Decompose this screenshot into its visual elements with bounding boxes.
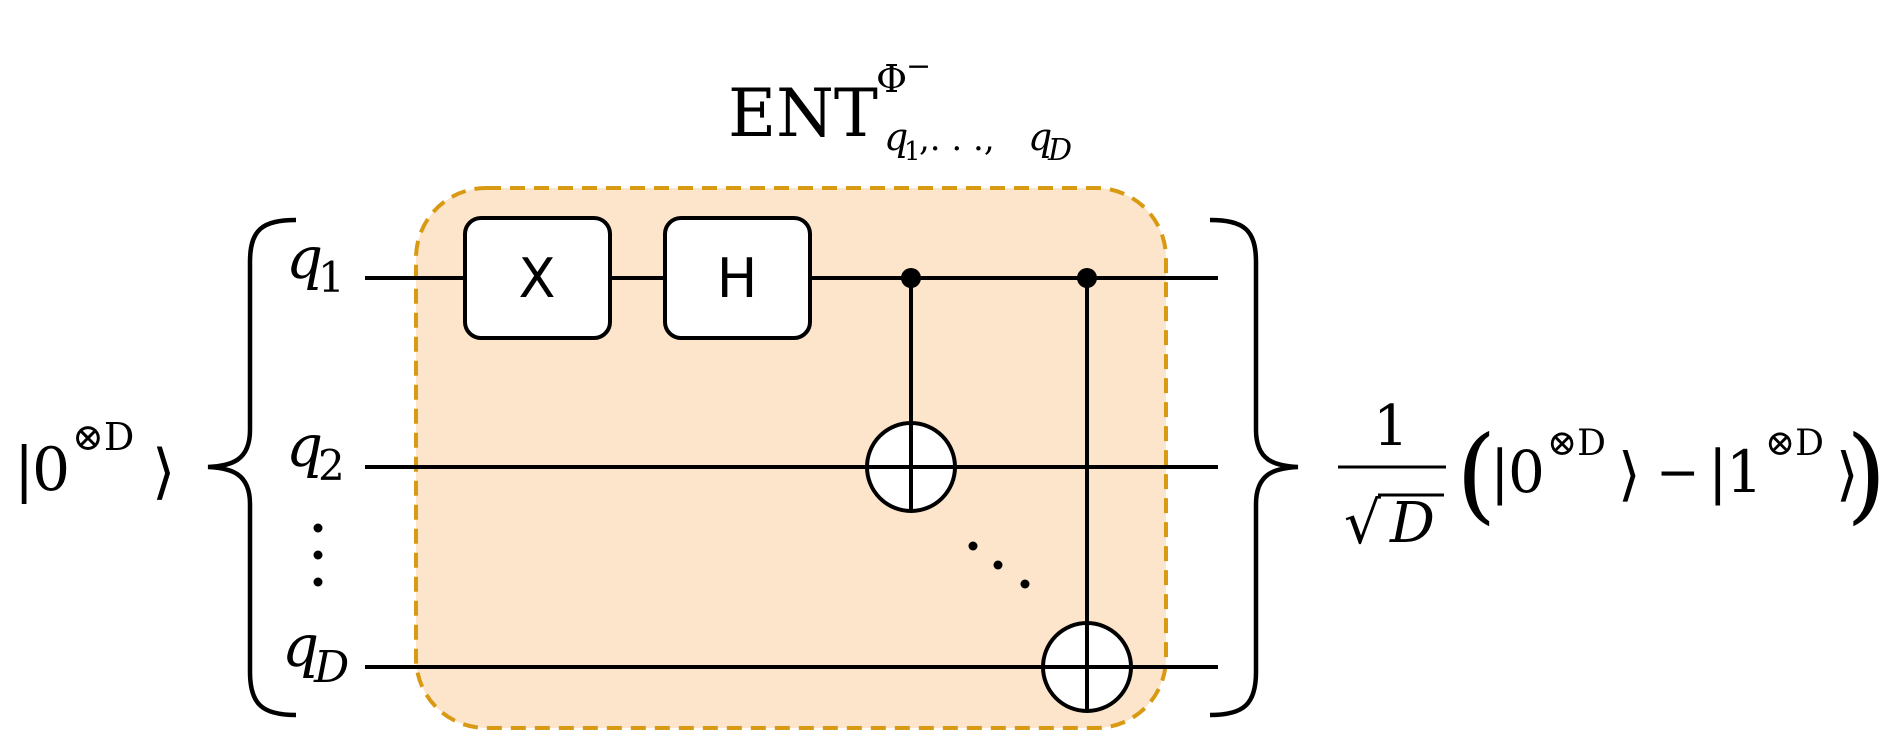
title-superscript: Φ <box>876 57 907 101</box>
gate-x-label: X <box>519 247 556 310</box>
input-state: | 0 ⊗D ⟩ <box>14 415 175 507</box>
gate-x: X <box>463 216 612 340</box>
title-subscript-q1: q <box>884 115 908 159</box>
qubit-label-qD: q D <box>282 612 349 693</box>
title-subscript-1: 1 <box>904 137 921 167</box>
output-fraction-numerator: 1 <box>1373 394 1409 459</box>
title-main: ENT <box>728 75 878 152</box>
output-open-paren: ( <box>1456 413 1497 535</box>
title-subscript-dots: ,. . ., <box>919 119 995 159</box>
title-superscript-sign: − <box>906 49 931 84</box>
left-curly-brace <box>207 217 297 718</box>
right-curly-brace <box>1209 217 1299 718</box>
title-subscript-D: D <box>1047 133 1072 168</box>
cnot-D-control-dot <box>1077 268 1097 288</box>
cnot-q1-q2 <box>865 268 957 513</box>
title-subscript-qD: q <box>1028 115 1052 159</box>
output-close-paren: ) <box>1846 413 1885 535</box>
gate-h: H <box>663 216 812 340</box>
gate-h-label: H <box>717 247 758 310</box>
output-ket1: | 1 ⊗D ⟩ <box>1708 423 1859 508</box>
cnot-q1-qD <box>1041 268 1133 713</box>
output-minus: − <box>1656 443 1700 503</box>
output-ket0: | 0 ⊗D ⟩ <box>1490 423 1641 508</box>
diagonal-dots <box>968 541 1030 589</box>
cnot-1-control-dot <box>901 268 921 288</box>
ent-block-title: ENT Φ − q 1 ,. . ., q D <box>728 49 1072 168</box>
qubit-label-q2: q 2 <box>286 412 345 490</box>
output-fraction-sqrt: √ <box>1344 489 1381 557</box>
qubit-label-q1: q 1 <box>286 224 345 302</box>
output-fraction-denominator: D <box>1389 491 1435 556</box>
output-state: 1 √ D ( | 0 ⊗D ⟩ − | 1 ⊗D ⟩ ) <box>1338 394 1885 557</box>
vertical-dots <box>313 523 323 587</box>
